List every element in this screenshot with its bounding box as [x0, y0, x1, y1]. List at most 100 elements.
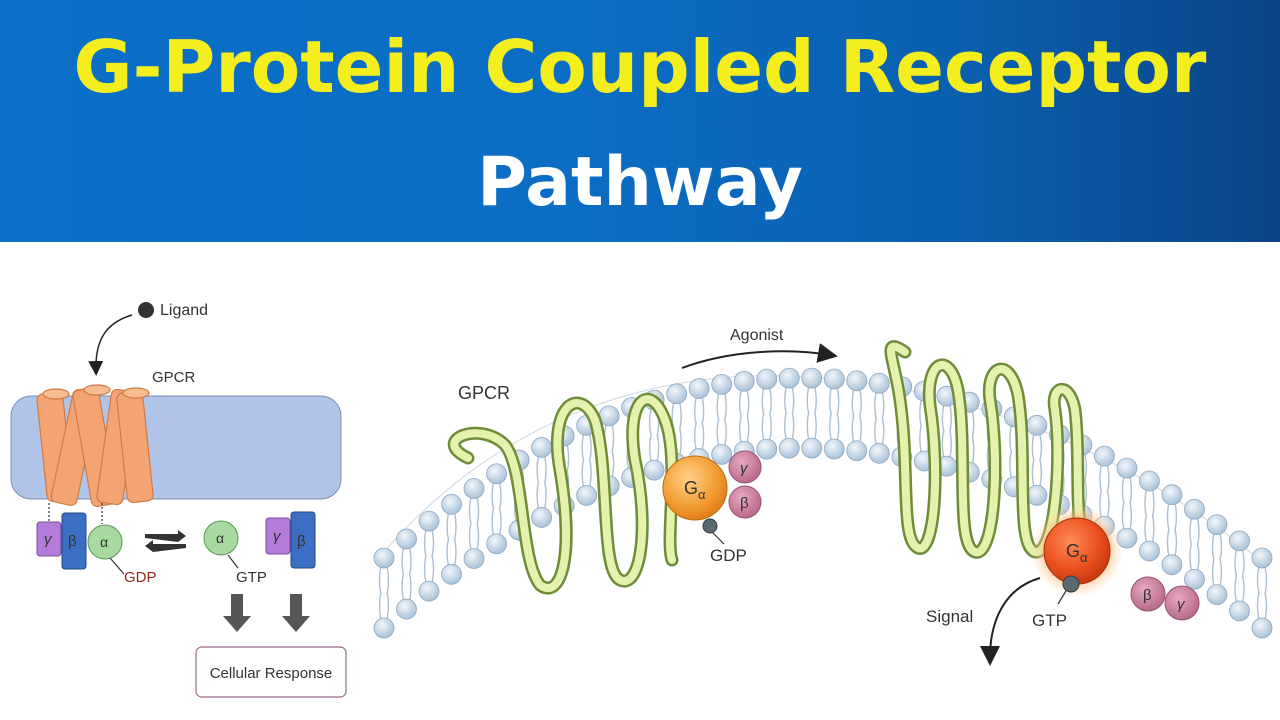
lipid-head	[666, 383, 688, 405]
lipid-head	[756, 368, 778, 390]
signal-arrow	[980, 577, 1041, 666]
gdp-label-right: GDP	[710, 546, 747, 565]
equilibrium-arrows	[145, 530, 186, 552]
lipid-head	[1184, 498, 1205, 520]
lipid-head	[1251, 617, 1273, 639]
lipid-head	[823, 438, 845, 460]
left-pathway-diagram: Ligand GPCR γ β α GDP	[10, 302, 347, 698]
lipid-head	[711, 443, 733, 465]
alpha-subscript-active: α	[1080, 550, 1088, 565]
agonist-label: Agonist	[730, 327, 784, 344]
beta-ball-free	[1130, 576, 1166, 612]
alpha-subunit	[87, 524, 123, 560]
title-line-2: Pathway	[477, 143, 803, 222]
right-gpcr-label: GPCR	[458, 383, 510, 403]
gamma-symbol-bound: γ	[740, 460, 749, 477]
g-alpha-label: G	[684, 478, 698, 498]
lipid-head	[418, 510, 440, 532]
cellular-response-label: Cellular Response	[210, 665, 333, 682]
lipid-head	[1206, 514, 1228, 536]
lipid-head	[1139, 470, 1160, 492]
lipid-head	[778, 367, 800, 389]
lipid-head	[1251, 547, 1273, 569]
ligand-arrow	[88, 314, 133, 376]
lipid-head	[756, 438, 778, 460]
lipid-head	[1229, 530, 1250, 552]
beta-symbol-free: β	[297, 533, 306, 550]
downstream-arrows	[223, 594, 310, 632]
beta-symbol-free-right: β	[1143, 587, 1152, 604]
gpcr-receptor-helices	[36, 384, 154, 508]
gamma-symbol-free: γ	[273, 528, 282, 545]
lipid-head	[846, 440, 868, 462]
agonist-arrow	[681, 343, 838, 369]
beta-subunit	[61, 512, 87, 570]
gamma-ball-free	[1164, 585, 1200, 621]
lipid-head	[1206, 584, 1228, 606]
lipid-head	[1229, 600, 1250, 622]
lipid-head	[1161, 554, 1183, 576]
lipid-head	[688, 378, 710, 399]
lipid-head	[778, 437, 800, 459]
lipid-head	[1161, 484, 1183, 506]
svg-text:Gα: Gα	[684, 478, 706, 502]
beta-ball-bound	[728, 485, 762, 519]
gtp-label-right: GTP	[1032, 611, 1067, 630]
lipid-head	[801, 367, 823, 389]
ligand-dot	[138, 302, 154, 318]
lipid-head	[1026, 484, 1048, 506]
alpha-symbol-active: α	[216, 530, 224, 546]
lipid-head	[1139, 540, 1160, 562]
alpha-subunit-active	[203, 520, 239, 556]
lipid-head	[486, 533, 507, 555]
g-alpha-active-label: G	[1066, 541, 1080, 561]
gamma-symbol: γ	[44, 531, 53, 548]
lipid-head	[801, 437, 823, 459]
lipid-head	[823, 368, 845, 390]
lipid-head	[846, 370, 868, 392]
lipid-head	[373, 547, 395, 569]
lipid-head	[1026, 414, 1048, 436]
beta-symbol: β	[68, 533, 77, 550]
pathway-diagrams: Ligand GPCR γ β α GDP	[10, 302, 1273, 698]
lipid-head	[441, 563, 462, 585]
lipid-head	[396, 598, 417, 620]
lipid-head	[711, 373, 733, 395]
gdp-molecule	[702, 518, 718, 534]
title-line-1: G-Protein Coupled Receptor	[73, 25, 1207, 109]
gamma-ball-bound	[728, 450, 762, 484]
lipid-head	[733, 370, 755, 392]
cellular-response-box	[195, 646, 347, 698]
lipid-anchors	[48, 503, 103, 524]
lipid-head	[418, 580, 440, 602]
lipid-head	[643, 459, 665, 481]
beta-symbol-bound: β	[740, 495, 749, 512]
lipid-head	[463, 548, 485, 569]
alpha-symbol: α	[100, 534, 108, 550]
ligand-label: Ligand	[160, 302, 208, 319]
lipid-head	[531, 437, 552, 458]
lipid-head	[531, 507, 552, 528]
lipid-head	[486, 463, 507, 485]
title-banner: G-Protein Coupled Receptor Pathway	[0, 0, 1280, 242]
lipid-head	[441, 493, 462, 515]
lipid-head	[576, 484, 598, 506]
lipid-head	[1116, 457, 1138, 479]
lipid-head	[463, 478, 485, 499]
left-gpcr-label: GPCR	[152, 369, 196, 386]
gtp-molecule	[1062, 575, 1080, 593]
lipid-head	[868, 442, 890, 464]
svg-text:Gα: Gα	[1066, 541, 1088, 565]
beta-subunit-free	[290, 511, 316, 569]
right-pathway-diagram: GPCR Agonist Gα γ β GDP Gα GTP Signal β …	[373, 327, 1273, 666]
lipid-head	[373, 617, 395, 639]
lipid-head	[1184, 568, 1205, 590]
gamma-symbol-free-right: γ	[1177, 596, 1186, 613]
lipid-head	[868, 372, 890, 394]
alpha-subscript: α	[698, 487, 706, 502]
lipid-head	[396, 528, 417, 550]
gamma-subunit-free	[265, 517, 291, 555]
gdp-label-left: GDP	[124, 569, 157, 586]
lipid-head	[1094, 445, 1115, 467]
gamma-subunit	[36, 521, 62, 557]
